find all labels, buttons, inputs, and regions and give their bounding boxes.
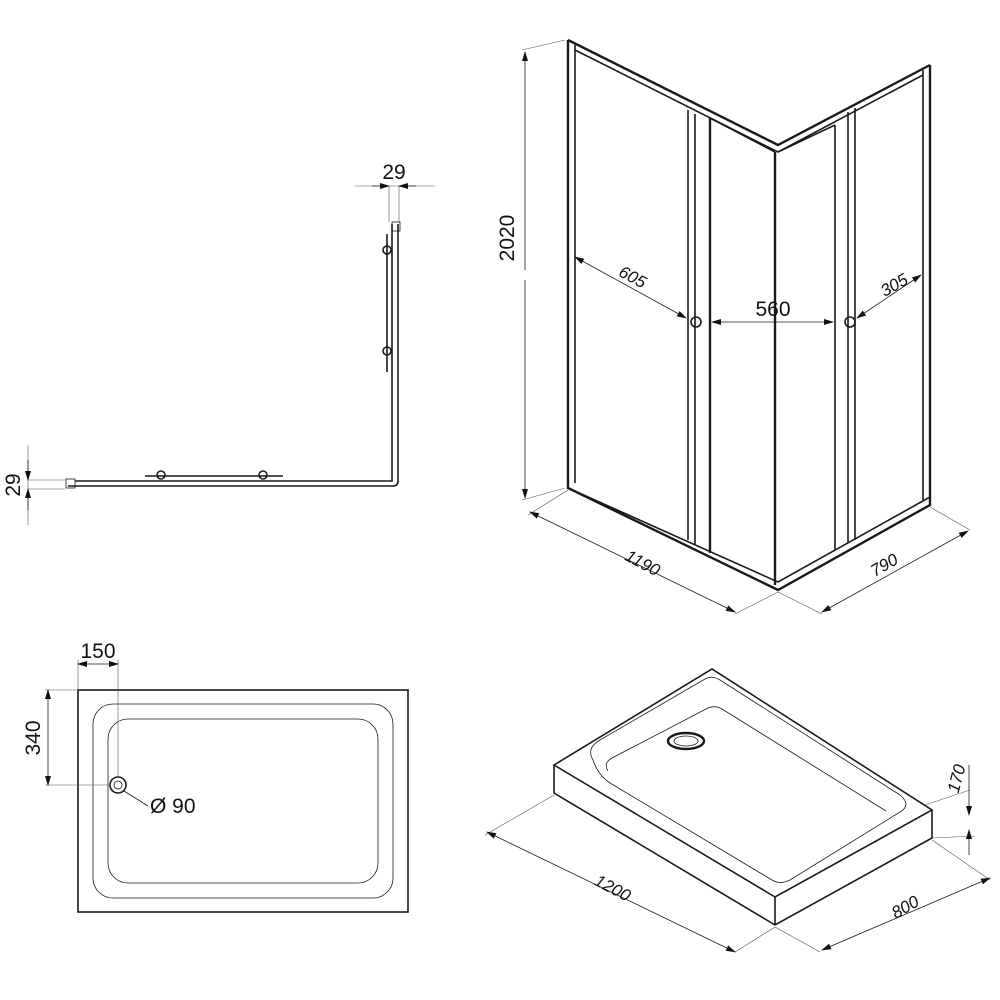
cabin-isometric-view: 605 560 305 2020 1190 790 [496, 38, 971, 615]
left-door-edge [687, 110, 696, 544]
cabin-top-view: 29 29 [2, 161, 435, 525]
wall-profile-left [65, 478, 76, 489]
dim-1190: 1190 [622, 546, 664, 580]
tray-basin [107, 718, 379, 884]
dim-790: 790 [867, 550, 902, 581]
tray-side-faces [553, 765, 933, 926]
dim-top-29: 29 [382, 161, 405, 184]
dim-drain-90: Ø 90 [150, 795, 196, 818]
roller-icon [156, 470, 166, 480]
handle-icon [844, 316, 856, 328]
dim-left-29: 29 [2, 473, 25, 496]
tray-isometric-view: 1200 800 170 [484, 668, 991, 953]
dim-800: 800 [888, 892, 923, 923]
cabin-frame-outline [566, 40, 932, 592]
drain-icon [109, 776, 127, 794]
handle-icon [690, 316, 702, 328]
tray-plan-view: 150 340 Ø 90 [22, 640, 409, 913]
roller-icon [258, 470, 268, 480]
cabin-outline-inner [75, 224, 393, 482]
roller-icon [382, 346, 392, 356]
tray-basin-iso [605, 706, 887, 812]
tray-outline [77, 689, 409, 913]
dim-305: 305 [877, 270, 912, 301]
tray-rim [92, 703, 394, 899]
wall-profile-top [391, 221, 401, 232]
drain-icon-iso [666, 731, 706, 751]
corner-fixed-panel [708, 118, 777, 585]
tray-rim-iso [590, 676, 907, 883]
dim-340: 340 [22, 720, 45, 755]
dim-170: 170 [944, 762, 970, 795]
dim-150: 150 [80, 640, 115, 663]
cabin-outline-outer [68, 224, 399, 487]
roller-icon [382, 245, 392, 255]
dim-2020: 2020 [496, 215, 519, 262]
dim-605: 605 [616, 262, 650, 292]
dim-560: 560 [755, 298, 790, 321]
cabin-top-rail [567, 38, 931, 147]
